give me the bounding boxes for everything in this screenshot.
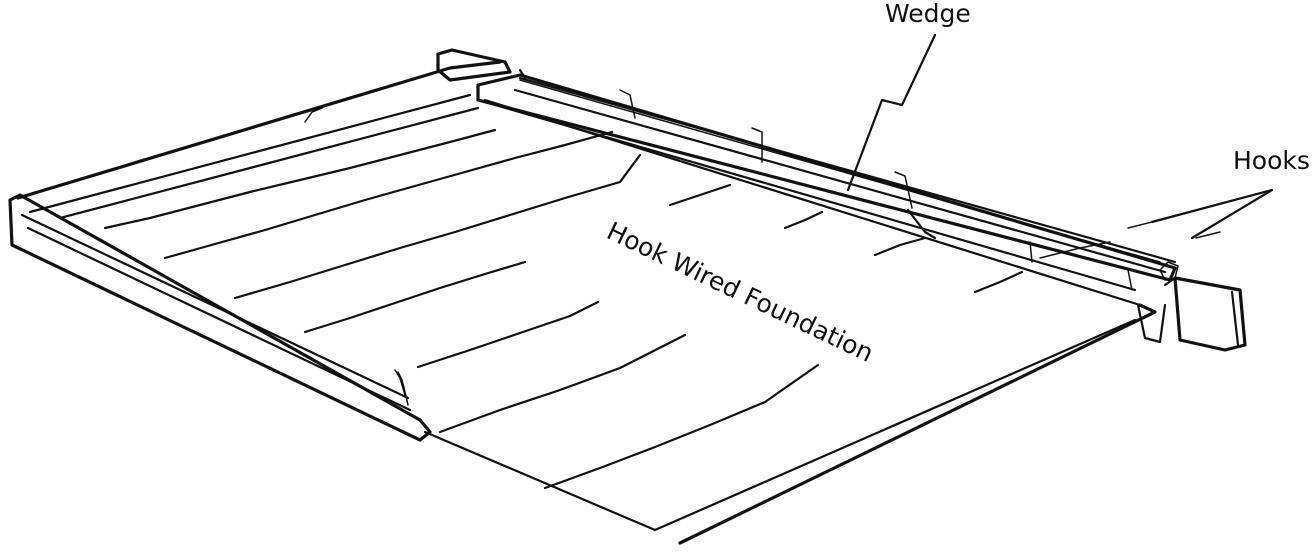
wedge-strip: [519, 79, 1161, 263]
right-top-bar: [476, 68, 1177, 292]
top-bar: [16, 48, 512, 220]
hooks-label: Hooks: [1233, 146, 1310, 175]
end-block: [1136, 261, 1247, 352]
hooks: [619, 89, 1133, 291]
wedge-callout: Wedge: [846, 0, 971, 192]
hooks-callout: Hooks: [1127, 146, 1310, 240]
foundation-wires: [103, 128, 1111, 490]
wedge-label: Wedge: [885, 0, 971, 28]
left-side-bar: [8, 193, 432, 442]
foundation-label: Hook Wired Foundation: [602, 216, 878, 368]
